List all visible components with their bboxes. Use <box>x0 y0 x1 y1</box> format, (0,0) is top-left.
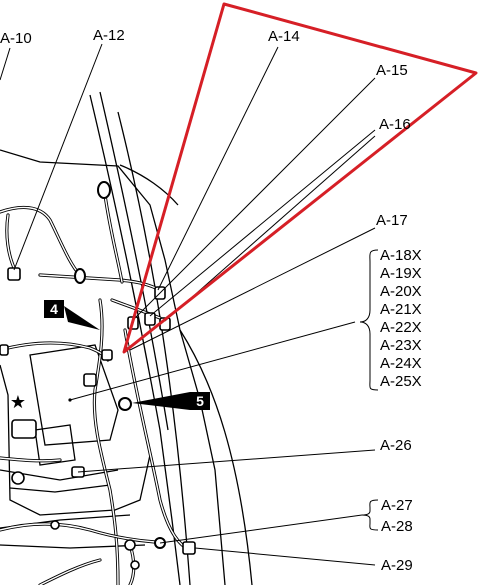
label-braces <box>359 249 379 531</box>
label-a22x: A-22X <box>380 319 422 336</box>
label-a24x: A-24X <box>380 355 422 372</box>
label-a20x: A-20X <box>380 283 422 300</box>
component-block <box>11 419 37 439</box>
leader-a26 <box>77 449 376 473</box>
leader-a15 <box>132 77 376 321</box>
connector-a18 <box>83 373 97 387</box>
label-a12: A-12 <box>93 27 125 44</box>
leader-a29 <box>194 547 376 566</box>
leader-a27-group <box>159 514 363 544</box>
label-a18x: A-18X <box>380 247 422 264</box>
leader-lines <box>0 43 376 566</box>
label-a28: A-28 <box>381 518 413 535</box>
grommet-5 <box>118 397 132 411</box>
label-a14: A-14 <box>268 28 300 45</box>
highlight-outline <box>122 2 478 354</box>
connector-a12 <box>7 267 21 281</box>
leader-a17 <box>129 227 376 351</box>
marker-4: 4 <box>44 300 100 330</box>
connector-left <box>0 344 9 356</box>
leader-a10 <box>0 47 11 81</box>
label-a15: A-15 <box>376 62 408 79</box>
connector-top <box>97 181 111 199</box>
label-a17: A-17 <box>376 212 408 229</box>
label-a19x: A-19X <box>380 265 422 282</box>
star-icon: ★ <box>10 392 26 413</box>
label-a29: A-29 <box>381 557 413 574</box>
leader-a16a <box>149 129 376 317</box>
brace-a27-a28 <box>361 499 379 531</box>
clip-bottom <box>50 520 60 530</box>
component-labels: A-10 A-12 A-14 A-15 A-16 A-17 A-18X A-19… <box>0 27 422 574</box>
marker-5-text: 5 <box>196 393 204 409</box>
bolt-left <box>11 471 25 485</box>
label-a25x: A-25X <box>380 373 422 390</box>
connector-a16a <box>144 312 156 326</box>
label-a16: A-16 <box>379 116 411 133</box>
label-a23x: A-23X <box>380 337 422 354</box>
leader-a12 <box>13 43 103 271</box>
leader-a14 <box>157 46 279 291</box>
clip-bottom-right <box>124 539 136 551</box>
label-a10: A-10 <box>0 30 32 47</box>
clip-lower <box>130 560 140 570</box>
connector-mid <box>101 349 113 361</box>
leader-a18-group <box>69 321 356 401</box>
marker-5: 5 <box>132 392 210 410</box>
label-a26: A-26 <box>380 437 412 454</box>
connector-a29 <box>182 541 196 555</box>
marker-4-text: 4 <box>50 301 58 317</box>
grommet-left <box>74 268 86 284</box>
label-a21x: A-21X <box>380 301 422 318</box>
label-a27: A-27 <box>381 497 413 514</box>
brace-a18-a25 <box>359 249 379 391</box>
